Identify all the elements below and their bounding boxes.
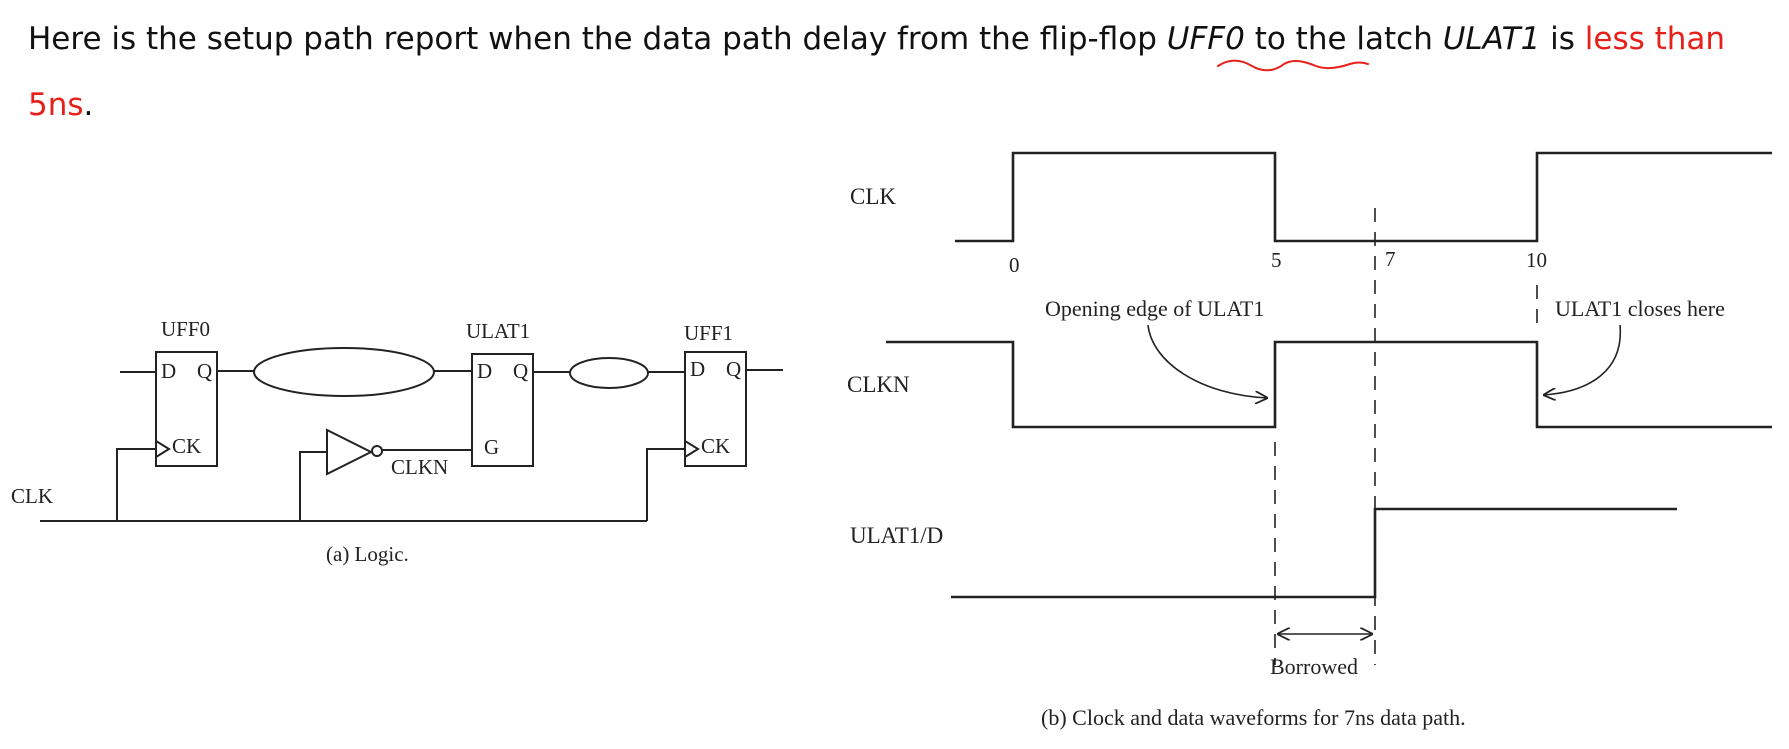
slide-heading: Here is the setup path report when the d… (28, 6, 1768, 138)
inverter (326, 428, 374, 476)
heading-ulat1: ULAT1 (1442, 21, 1541, 57)
logic-caption: (a) Logic. (326, 542, 409, 566)
uff1-clock-triangle (684, 440, 700, 458)
ulat1-box (471, 353, 534, 467)
logic-diagram (40, 347, 783, 522)
clk-net-label: CLK (11, 484, 53, 508)
clk-to-uff1 (646, 448, 685, 521)
clkn-waveform (886, 340, 1772, 429)
time-tick-10: 10 (1526, 248, 1547, 272)
uff0-box (155, 351, 218, 467)
heading-uff0: UFF0 (1166, 21, 1245, 57)
ulat1-label: ULAT1 (466, 319, 530, 343)
combinational-logic-1 (253, 347, 435, 397)
ulat1-g-pin: G (484, 435, 499, 459)
uff1-d-pin: D (690, 357, 705, 381)
uff0-q-pin: Q (197, 359, 212, 383)
red-squiggle-annotation (1217, 59, 1369, 72)
time-tick-7: 7 (1385, 247, 1396, 271)
uff1-box (684, 351, 747, 467)
closes-here-annotation: ULAT1 closes here (1555, 296, 1725, 321)
uff0-d-pin: D (161, 359, 176, 383)
clk-to-inverter (299, 451, 327, 521)
clkn-signal-label: CLKN (847, 372, 910, 397)
heading-text-1: Here is the setup path report when the d… (28, 21, 1167, 57)
ulat1-d-waveform (951, 507, 1677, 599)
ulat1-d-signal-label: ULAT1/D (850, 523, 943, 548)
borrowed-label: Borrowed (1270, 654, 1358, 679)
heading-highlight: less than 5ns (28, 21, 1726, 123)
logic-labels: UFF0 ULAT1 UFF1 D Q CK D Q G D Q CK CLKN… (11, 317, 741, 566)
heading-text-2: to the latch (1244, 21, 1443, 57)
waveform-labels: CLK CLKN ULAT1/D 0 5 7 10 Opening edge o… (847, 184, 1725, 730)
waveform-caption: (b) Clock and data waveforms for 7ns dat… (1041, 705, 1466, 730)
clk-signal-label: CLK (850, 184, 896, 209)
uff1-label: UFF1 (684, 321, 733, 345)
clk-to-uff0 (116, 448, 156, 521)
ulat1-d-pin: D (477, 359, 492, 383)
clkn-net-label: CLKN (391, 455, 448, 479)
uff1-q-pin: Q (726, 357, 741, 381)
waveforms-diagram (886, 151, 1772, 665)
closes-here-arrow (1543, 324, 1622, 395)
opening-edge-arrow (1147, 324, 1268, 398)
time-tick-0: 0 (1009, 253, 1020, 277)
inverter-bubble (371, 445, 383, 457)
time-tick-5: 5 (1271, 248, 1282, 272)
heading-end: . (83, 87, 94, 123)
uff0-clock-triangle (155, 440, 171, 458)
uff1-ck-pin: CK (701, 434, 730, 458)
uff0-ck-pin: CK (172, 434, 201, 458)
ulat1-q-pin: Q (513, 359, 528, 383)
opening-edge-annotation: Opening edge of ULAT1 (1045, 296, 1264, 321)
combinational-logic-2 (569, 357, 649, 389)
clk-waveform (955, 151, 1772, 243)
uff0-label: UFF0 (161, 317, 210, 341)
heading-text-3: is (1540, 21, 1585, 57)
